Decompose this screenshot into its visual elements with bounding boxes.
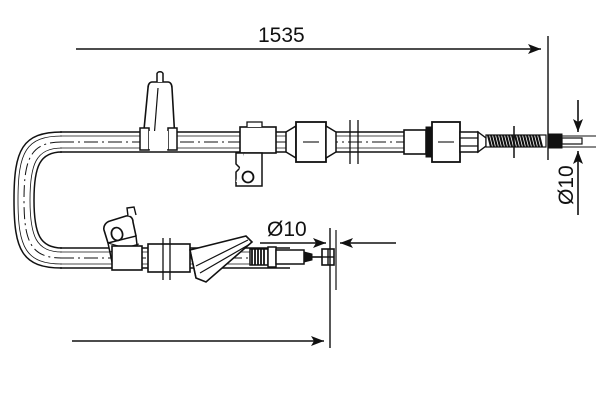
angled-eyelet-bracket (103, 206, 143, 271)
clamp-body (239, 126, 277, 154)
wedge-clip-fitting (189, 235, 254, 283)
angled-bracket-tab (126, 206, 137, 217)
mid-ferrule-body (403, 129, 427, 155)
branch-diameter-label: Ø10 (267, 218, 307, 241)
wedge-clip-edge-2 (199, 243, 251, 274)
lower-sleeve-body (147, 243, 191, 273)
branch-diameter-dimension: Ø10 (260, 218, 396, 290)
terminal-stub-body (547, 133, 563, 149)
end-cone (477, 130, 487, 154)
wedge-clip-edge-3 (189, 249, 197, 279)
bracket-fold-line (153, 87, 159, 139)
barrel-cone-left (285, 124, 297, 160)
bracket-base-fill (149, 131, 168, 149)
end-diameter-label: Ø10 (555, 165, 578, 205)
top-mounting-bracket (139, 71, 178, 151)
lower-right-sleeve (275, 249, 305, 265)
bend-inner-2 (29, 147, 63, 253)
clamp-top-lip (246, 121, 263, 127)
bracket-tab (156, 71, 164, 82)
bend-inner-upper (33, 151, 63, 249)
angled-bracket-eyelet (110, 226, 124, 242)
terminal-nipple (321, 248, 335, 266)
terminal-stub (547, 133, 583, 149)
lower-right-knurl (251, 249, 265, 265)
clamp-bracket-with-eyelet (235, 121, 277, 187)
spring-coil-section (485, 126, 547, 158)
lower-right-taper (303, 251, 313, 263)
lower-right-flange (267, 246, 277, 268)
mid-ferrule (403, 126, 433, 158)
lower-right-fittings (249, 246, 322, 268)
angled-bracket-collar (111, 245, 143, 271)
overall-length-dimension: 1535 (76, 24, 541, 54)
barrel-cone-right (325, 124, 337, 160)
barrel-body (295, 121, 327, 163)
bend-outer-upper (13, 131, 63, 269)
bend-outer-2 (17, 135, 63, 265)
wedge-clip-edge-1 (195, 239, 249, 267)
clamp-eyelet-hole (241, 170, 255, 184)
barrel-fitting (285, 121, 337, 163)
end-diameter-dimension: Ø10 (555, 100, 596, 215)
bracket-collar-right (167, 127, 178, 151)
bracket-collar-left (139, 127, 150, 151)
spring-coils (486, 134, 544, 148)
lower-sleeve-fitting (147, 238, 191, 280)
end-ferrule (431, 121, 487, 163)
upper-break-marks (349, 120, 359, 164)
terminal-stub-tip (561, 137, 583, 145)
cable-u-bend (13, 131, 63, 269)
end-collar (459, 131, 479, 153)
bend-centre-line (23, 141, 63, 259)
overall-length-label: 1535 (258, 24, 305, 47)
